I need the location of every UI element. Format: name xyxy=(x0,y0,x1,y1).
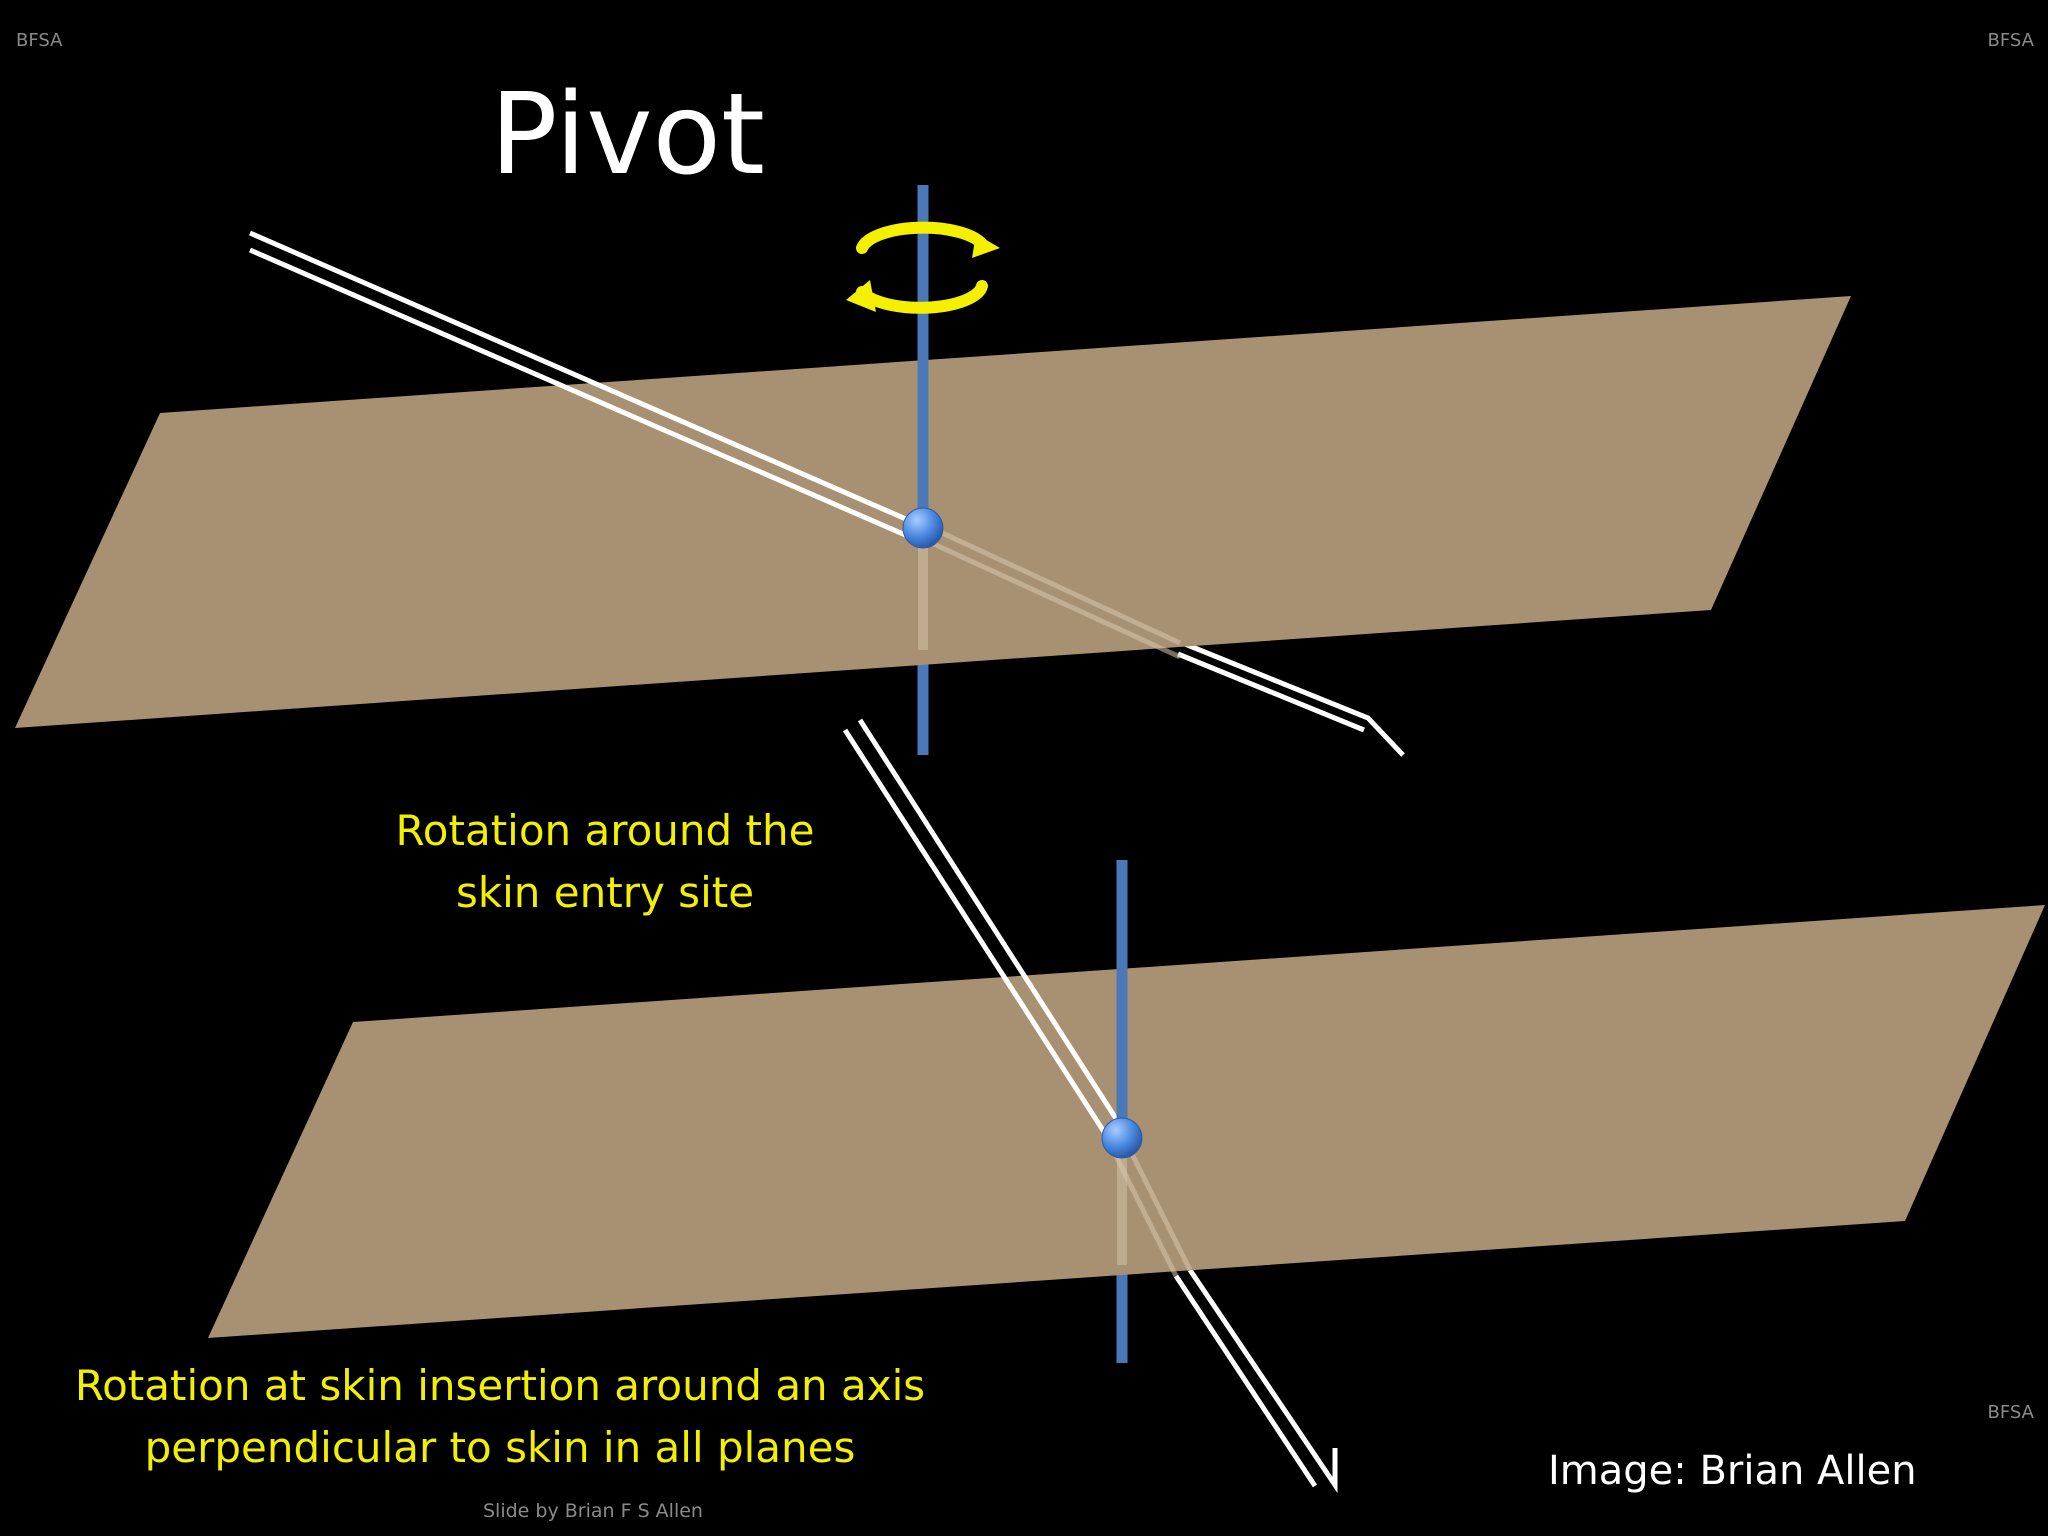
top-needle-lower xyxy=(1174,637,1405,757)
watermark-top-left: BFSA xyxy=(16,30,63,51)
slide-title: Pivot xyxy=(490,70,765,200)
caption-bottom-line-2: perpendicular to skin in all planes xyxy=(144,1423,856,1472)
watermark-top-right: BFSA xyxy=(1987,30,2034,51)
bottom-needle-lower xyxy=(1173,1268,1338,1494)
caption-top-line-2: skin entry site xyxy=(455,868,755,917)
bottom-needle-upper xyxy=(842,718,1125,1140)
caption-top-line-1: Rotation around the xyxy=(395,806,815,855)
watermark-bottom-right: BFSA xyxy=(1987,1402,2034,1423)
caption-rotation-axis: Rotation at skin insertion around an axi… xyxy=(40,1355,960,1479)
top-pivot-ball xyxy=(902,507,944,549)
slide-credit: Slide by Brian F S Allen xyxy=(483,1500,703,1522)
caption-rotation-entry-site: Rotation around the skin entry site xyxy=(355,800,855,924)
top-needle-upper xyxy=(249,230,916,540)
rotation-arrow-icon xyxy=(856,221,988,314)
caption-bottom-line-1: Rotation at skin insertion around an axi… xyxy=(74,1361,926,1410)
bottom-pivot-ball xyxy=(1101,1117,1143,1159)
image-credit: Image: Brian Allen xyxy=(1548,1448,1917,1494)
